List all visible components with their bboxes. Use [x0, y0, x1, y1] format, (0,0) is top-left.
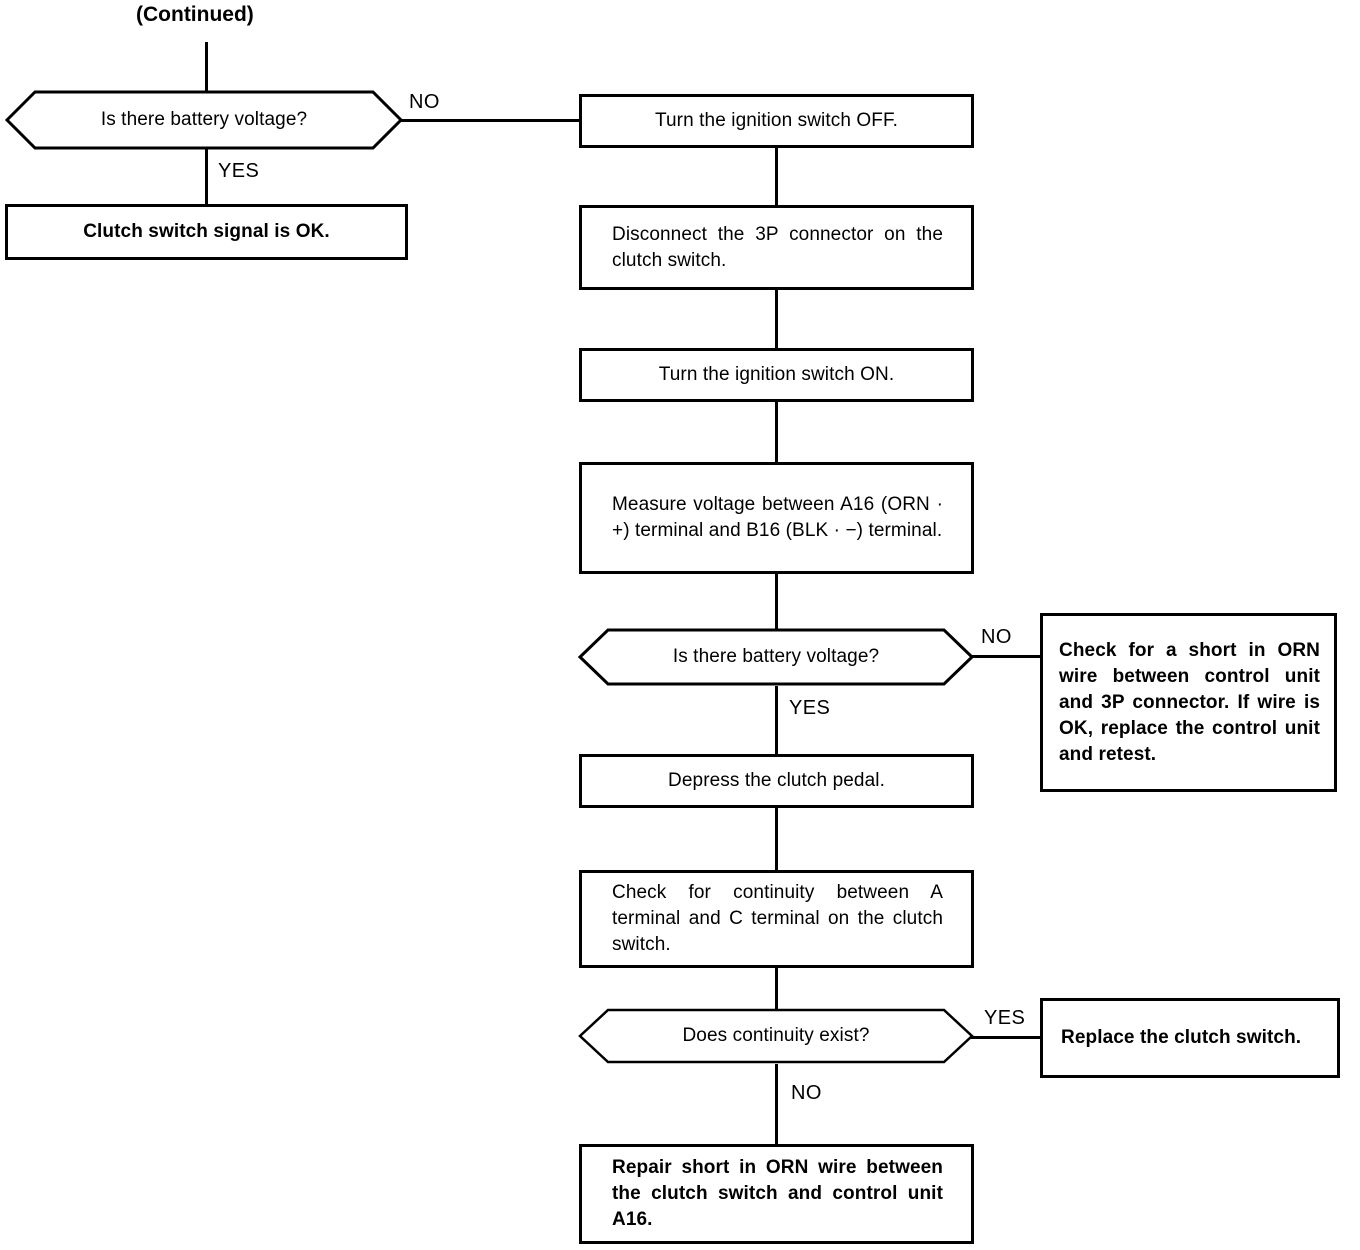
decision-battery-voltage-mid-label: Is there battery voltage? [672, 646, 880, 667]
process-depress-clutch-pedal-label: Depress the clutch pedal. [668, 770, 885, 791]
decision-continuity-exist-label: Does continuity exist? [682, 1025, 870, 1046]
branch-label-mid-no: NO [981, 626, 1012, 648]
process-ignition-switch-on-label: Turn the ignition switch ON. [658, 364, 895, 385]
action-check-short-orn-wire-label: Check for a short in ORN wire between co… [1059, 639, 1320, 765]
process-disconnect-3p-connector-label: Disconnect the 3P connector on the clutc… [612, 223, 943, 271]
action-repair-short-orn-wire-label: Repair short in ORN wire between the clu… [612, 1157, 943, 1230]
connector-decision2-no [971, 655, 1042, 658]
action-repair-short-orn-wire: Repair short in ORN wire between the clu… [579, 1144, 974, 1244]
connector-header-to-decision1 [205, 42, 208, 91]
connector-ignoff-to-disconnect [775, 148, 778, 205]
connector-decision1-no [400, 119, 581, 122]
branch-label-bottom-yes: YES [984, 1007, 1026, 1029]
continued-header: (Continued) [136, 3, 254, 26]
decision-battery-voltage-top-label: Is there battery voltage? [100, 109, 308, 130]
process-ignition-switch-off-label: Turn the ignition switch OFF. [655, 110, 898, 131]
connector-decision3-no [775, 1064, 778, 1144]
connector-decision3-yes [971, 1036, 1042, 1039]
process-ignition-switch-off: Turn the ignition switch OFF. [579, 94, 974, 148]
connector-depress-to-continuity [775, 808, 778, 870]
decision-battery-voltage-mid[interactable]: Is there battery voltage? [577, 628, 975, 686]
connector-disconnect-to-ignon [775, 290, 778, 348]
process-check-continuity-label: Check for continuity between A terminal … [612, 882, 943, 955]
decision-continuity-exist[interactable]: Does continuity exist? [578, 1008, 974, 1064]
connector-decision2-yes [775, 686, 778, 754]
decision-battery-voltage-top[interactable]: Is there battery voltage? [4, 90, 404, 150]
action-replace-clutch-switch: Replace the clutch switch. [1040, 998, 1340, 1078]
process-check-continuity: Check for continuity between A terminal … [579, 870, 974, 968]
process-ignition-switch-on: Turn the ignition switch ON. [579, 348, 974, 402]
process-depress-clutch-pedal: Depress the clutch pedal. [579, 754, 974, 808]
connector-ignon-to-measure [775, 402, 778, 462]
branch-label-bottom-no: NO [791, 1082, 822, 1104]
branch-label-mid-yes: YES [789, 697, 831, 719]
connector-continuity-to-decision3 [775, 968, 778, 1010]
action-check-short-orn-wire: Check for a short in ORN wire between co… [1040, 613, 1337, 792]
branch-label-top-yes: YES [218, 160, 260, 182]
process-disconnect-3p-connector: Disconnect the 3P connector on the clutc… [579, 205, 974, 290]
terminal-clutch-signal-ok: Clutch switch signal is OK. [5, 204, 408, 260]
terminal-clutch-signal-ok-label: Clutch switch signal is OK. [83, 221, 330, 242]
action-replace-clutch-switch-label: Replace the clutch switch. [1061, 1027, 1302, 1048]
process-measure-voltage: Measure voltage between A16 (ORN · +) te… [579, 462, 974, 574]
branch-label-top-no: NO [409, 91, 440, 113]
process-measure-voltage-label: Measure voltage between A16 (ORN · +) te… [612, 494, 943, 541]
connector-measure-to-decision2 [775, 574, 778, 630]
connector-decision1-yes [205, 149, 208, 205]
